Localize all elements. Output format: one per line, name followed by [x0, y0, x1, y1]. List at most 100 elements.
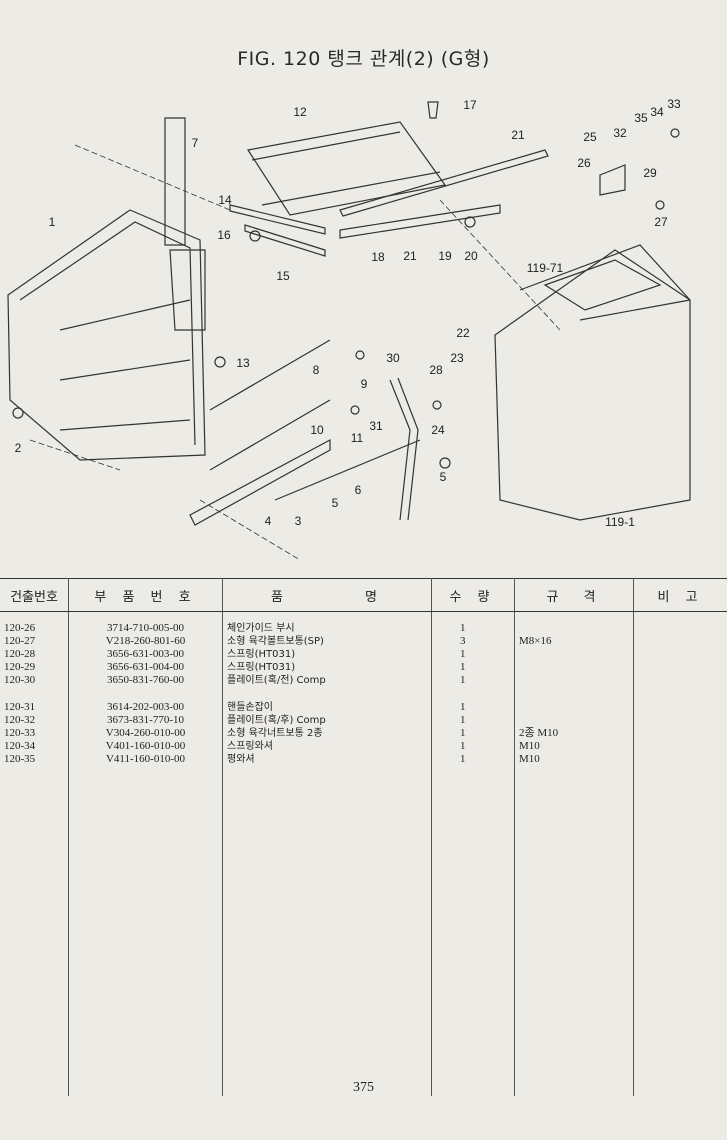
callout-32: 32	[613, 126, 627, 140]
part-name: 스프링(HT031)	[222, 661, 432, 674]
item-number: 120-26	[0, 611, 69, 635]
callout-17: 17	[463, 98, 477, 112]
part-number: 3673-831-770-10	[68, 714, 223, 727]
specification	[514, 661, 634, 674]
table-header-row: 건출번호 부 품 번 호 품 명 수 량 규 격 비 고	[0, 578, 727, 612]
callout-23: 23	[450, 351, 464, 365]
page-number: 375	[353, 1080, 374, 1095]
part-name: 소형 육각볼트보통(SP)	[222, 635, 432, 648]
callout-19: 19	[438, 249, 452, 263]
callout-7: 7	[192, 136, 199, 150]
col-header-name: 품 명	[222, 578, 432, 612]
callout-12: 12	[293, 105, 307, 119]
callout-30: 30	[386, 351, 400, 365]
blank	[634, 766, 727, 1096]
specification	[514, 648, 634, 661]
quantity: 1	[431, 740, 515, 753]
part-name: 스프링와셔	[222, 740, 432, 753]
specification	[514, 611, 634, 635]
item-number: 120-35	[0, 753, 69, 766]
col-header-item-no: 건출번호	[0, 578, 69, 612]
part-name: 플레이트(혹/전) Comp	[222, 674, 432, 687]
callout-9: 9	[361, 377, 368, 391]
col-header-remarks: 비 고	[633, 578, 727, 612]
item-number: 120-27	[0, 635, 69, 648]
callout-5: 5	[440, 470, 447, 484]
remarks	[634, 701, 727, 714]
spacer	[0, 687, 69, 701]
item-number: 120-32	[0, 714, 69, 727]
part-name: 핸들손잡이	[222, 701, 432, 714]
blank	[0, 766, 69, 1096]
callout-18: 18	[371, 250, 385, 264]
part-name: 스프링(HT031)	[222, 648, 432, 661]
part-name: 체인가이드 부시	[222, 611, 432, 635]
callout-10: 10	[310, 423, 324, 437]
part-number: 3650-831-760-00	[68, 674, 223, 687]
quantity: 1	[431, 727, 515, 740]
callout-11: 11	[351, 431, 364, 445]
remarks	[634, 753, 727, 766]
callout-27: 27	[654, 215, 668, 229]
callout-8: 8	[313, 363, 320, 377]
callout-29: 29	[643, 166, 657, 180]
remarks	[634, 740, 727, 753]
col-header-qty: 수 량	[431, 578, 515, 612]
item-number: 120-29	[0, 661, 69, 674]
callout-119-71: 119-71	[527, 261, 564, 275]
part-number: 3656-631-003-00	[68, 648, 223, 661]
part-number: 3614-202-003-00	[68, 701, 223, 714]
part-number: V411-160-010-00	[68, 753, 223, 766]
callout-5: 5	[332, 496, 339, 510]
callout-3: 3	[295, 514, 302, 528]
part-name: 플레이트(혹/후) Comp	[222, 714, 432, 727]
part-number: 3656-631-004-00	[68, 661, 223, 674]
quantity: 1	[431, 714, 515, 727]
item-number: 120-33	[0, 727, 69, 740]
spacer	[634, 687, 727, 701]
callout-33: 33	[667, 97, 681, 111]
callout-20: 20	[464, 249, 478, 263]
spacer	[514, 687, 634, 701]
item-number: 120-34	[0, 740, 69, 753]
remarks	[634, 612, 727, 636]
spacer	[431, 687, 515, 701]
remarks	[634, 727, 727, 740]
quantity: 3	[431, 635, 515, 648]
callout-28: 28	[429, 363, 443, 377]
callout-15: 15	[276, 269, 290, 283]
part-number: 3714-710-005-00	[68, 611, 223, 635]
specification: 2종 M10	[514, 727, 634, 740]
callout-4: 4	[265, 514, 272, 528]
blank	[68, 766, 223, 1096]
callout-25: 25	[583, 130, 597, 144]
quantity: 1	[431, 661, 515, 674]
part-name: 소형 육각너트보통 2종	[222, 727, 432, 740]
callout-26: 26	[577, 156, 591, 170]
part-number: V304-260-010-00	[68, 727, 223, 740]
quantity: 1	[431, 611, 515, 635]
callout-24: 24	[431, 423, 445, 437]
diagram-linework	[7, 101, 691, 526]
specification: M8×16	[514, 635, 634, 648]
remarks	[634, 635, 727, 648]
callout-35: 35	[634, 111, 648, 125]
callout-21: 21	[511, 128, 525, 142]
specification	[514, 714, 634, 727]
specification	[514, 701, 634, 714]
callout-1: 1	[49, 215, 56, 229]
spacer	[222, 687, 432, 701]
callout-34: 34	[650, 105, 664, 119]
item-number: 120-28	[0, 648, 69, 661]
callout-119-1: 119-1	[605, 515, 635, 529]
specification: M10	[514, 740, 634, 753]
